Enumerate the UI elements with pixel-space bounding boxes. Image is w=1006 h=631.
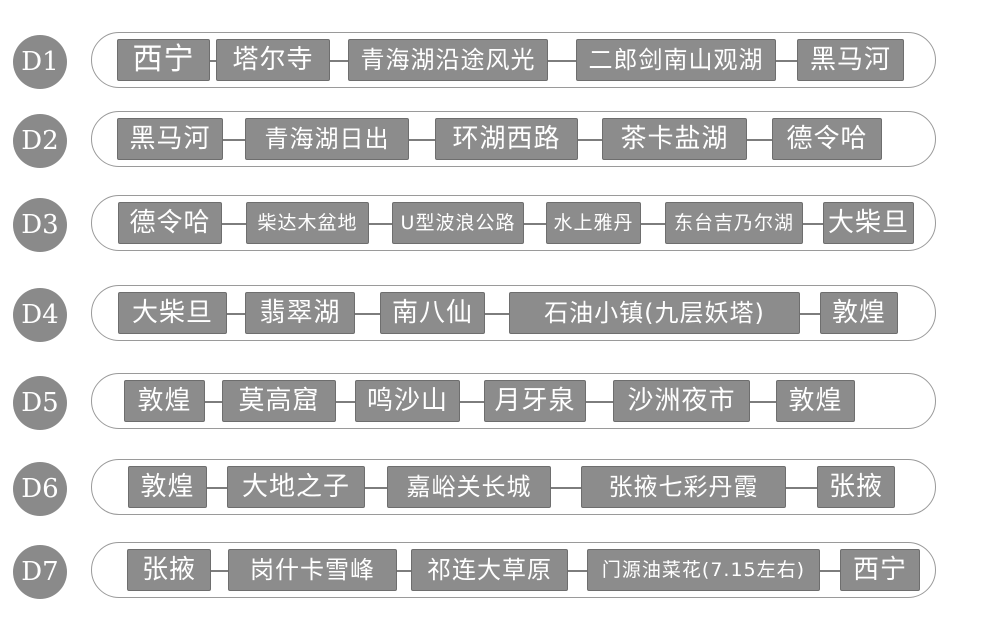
day-row-d3: D3 德令哈柴达木盆地 U型波浪公路水上雅丹东台吉乃尔湖大柴旦 <box>0 193 1006 257</box>
day-row-d7: D7 张掖岗什卡雪峰祁连大草原门源油菜花(7.15左右) 西宁 <box>0 540 1006 604</box>
stop-label: 翡翠湖 <box>245 292 355 334</box>
stop-label: 德令哈 <box>118 202 222 244</box>
day-badge: D3 <box>13 198 67 252</box>
stop-label: 茶卡盐湖 <box>602 118 747 160</box>
stop-label: 塔尔寺 <box>216 39 330 81</box>
stop-label: 莫高窟 <box>222 380 336 422</box>
stop-label: 青海湖日出 <box>245 118 409 160</box>
stop-label: 西宁 <box>117 39 210 81</box>
stop-label: 敦煌 <box>820 292 898 334</box>
stop-label: 张掖 <box>817 466 895 508</box>
stop-label: 张掖七彩丹霞 <box>581 466 786 508</box>
stop-label: 德令哈 <box>772 118 882 160</box>
stop-label: 大柴旦 <box>823 202 914 244</box>
stop-label: 门源油菜花(7.15左右) <box>587 549 820 591</box>
stop-label: 张掖 <box>127 549 211 591</box>
stop-label: 环湖西路 <box>435 118 578 160</box>
stop-label: 东台吉乃尔湖 <box>665 202 803 244</box>
day-badge: D4 <box>13 288 67 342</box>
stop-label: 黑马河 <box>797 39 904 81</box>
stop-label: 祁连大草原 <box>411 549 568 591</box>
day-row-d4: D4 大柴旦翡翠湖南八仙石油小镇(九层妖塔) 敦煌 <box>0 283 1006 347</box>
stop-label: 大柴旦 <box>118 292 227 334</box>
stop-label: 敦煌 <box>776 380 855 422</box>
day-row-d6: D6 敦煌大地之子嘉峪关长城张掖七彩丹霞张掖 <box>0 457 1006 521</box>
stop-label: 黑马河 <box>117 118 223 160</box>
stop-label: 敦煌 <box>124 380 205 422</box>
stop-label: 岗什卡雪峰 <box>228 549 397 591</box>
stop-label: 青海湖沿途风光 <box>348 39 548 81</box>
stop-label: 沙洲夜市 <box>613 380 750 422</box>
stop-label: 石油小镇(九层妖塔) <box>509 292 800 334</box>
day-badge: D7 <box>13 545 67 599</box>
stop-label: 鸣沙山 <box>355 380 460 422</box>
stop-label: 大地之子 <box>227 466 365 508</box>
stop-label: 水上雅丹 <box>546 202 641 244</box>
stop-label: 西宁 <box>840 549 920 591</box>
route-line <box>118 313 898 315</box>
stop-label: 二郎剑南山观湖 <box>576 39 776 81</box>
stop-label: 敦煌 <box>128 466 207 508</box>
day-badge: D1 <box>13 35 67 89</box>
day-badge: D6 <box>13 462 67 516</box>
stop-label: 南八仙 <box>380 292 485 334</box>
day-badge: D5 <box>13 376 67 430</box>
stop-label: 柴达木盆地 <box>246 202 369 244</box>
stop-label: 月牙泉 <box>484 380 586 422</box>
day-row-d2: D2 黑马河青海湖日出环湖西路茶卡盐湖德令哈 <box>0 109 1006 173</box>
day-badge: D2 <box>13 114 67 168</box>
stop-label: 嘉峪关长城 <box>387 466 551 508</box>
stop-label: U型波浪公路 <box>392 202 524 244</box>
day-row-d1: D1 西宁塔尔寺青海湖沿途风光二郎剑南山观湖黑马河 <box>0 30 1006 94</box>
